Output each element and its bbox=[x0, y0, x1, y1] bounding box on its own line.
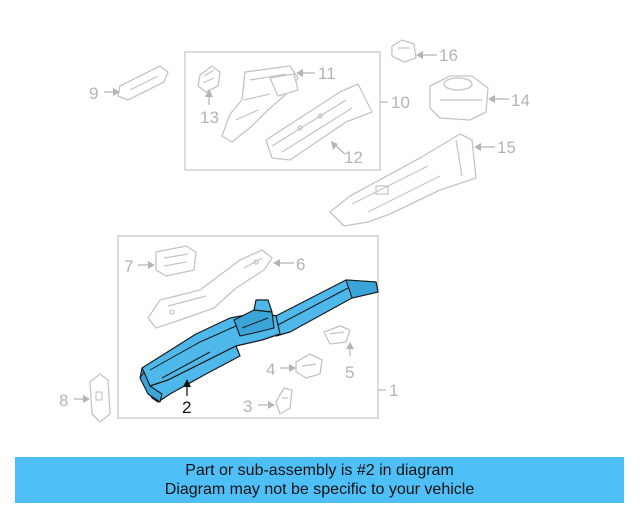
arrow-14 bbox=[488, 95, 495, 103]
arrow-16 bbox=[416, 51, 423, 59]
banner-line-2: Diagram may not be specific to your vehi… bbox=[164, 481, 475, 498]
callout-5[interactable]: 5 bbox=[345, 363, 354, 382]
arrow-2 bbox=[183, 379, 191, 387]
arrow-4 bbox=[289, 364, 296, 372]
callout-4[interactable]: 4 bbox=[266, 360, 275, 379]
callout-11[interactable]: 11 bbox=[318, 64, 336, 83]
part-5[interactable] bbox=[323, 325, 351, 345]
part-16[interactable] bbox=[391, 39, 417, 63]
callout-3[interactable]: 3 bbox=[243, 397, 252, 416]
part-12[interactable] bbox=[265, 83, 373, 161]
callout-12[interactable]: 12 bbox=[344, 148, 363, 167]
arrow-7 bbox=[148, 261, 155, 269]
group-box-10 bbox=[184, 51, 381, 171]
callout-14[interactable]: 14 bbox=[511, 91, 530, 110]
part-3[interactable] bbox=[275, 387, 293, 415]
part-14[interactable] bbox=[429, 75, 489, 121]
callout-8[interactable]: 8 bbox=[59, 391, 68, 410]
arrow-5 bbox=[346, 342, 354, 349]
part-11[interactable] bbox=[221, 65, 299, 143]
arrow-6 bbox=[273, 259, 280, 267]
part-7[interactable] bbox=[155, 245, 197, 277]
arrow-3 bbox=[268, 401, 275, 409]
callout-10[interactable]: 10 bbox=[391, 93, 410, 112]
callout-15[interactable]: 15 bbox=[497, 138, 516, 157]
part-4[interactable] bbox=[295, 353, 323, 379]
callout-2[interactable]: 2 bbox=[182, 398, 191, 417]
callout-9[interactable]: 9 bbox=[89, 84, 98, 103]
arrow-8 bbox=[83, 395, 90, 403]
callout-13[interactable]: 13 bbox=[200, 108, 219, 127]
arrow-11 bbox=[296, 69, 303, 77]
arrow-9 bbox=[113, 88, 120, 96]
info-banner: Part or sub-assembly is #2 in diagram Di… bbox=[15, 457, 624, 503]
part-13[interactable] bbox=[197, 65, 221, 93]
group-box-1 bbox=[117, 235, 379, 419]
arrow-12 bbox=[331, 141, 338, 150]
arrow-15 bbox=[474, 143, 481, 151]
parts-diagram: 10 13 11 12 9 16 bbox=[59, 39, 530, 423]
callout-1[interactable]: 1 bbox=[389, 381, 398, 400]
arrow-13 bbox=[205, 89, 213, 97]
callout-6[interactable]: 6 bbox=[296, 255, 305, 274]
leader-12 bbox=[335, 145, 346, 155]
part-6[interactable] bbox=[147, 249, 273, 329]
part-15[interactable] bbox=[329, 133, 477, 227]
callout-7[interactable]: 7 bbox=[124, 257, 133, 276]
banner-line-1: Part or sub-assembly is #2 in diagram bbox=[185, 462, 454, 479]
callout-16[interactable]: 16 bbox=[439, 46, 458, 65]
part-9[interactable] bbox=[117, 65, 169, 101]
part-2-highlighted[interactable] bbox=[139, 279, 379, 403]
part-8[interactable] bbox=[89, 373, 111, 423]
